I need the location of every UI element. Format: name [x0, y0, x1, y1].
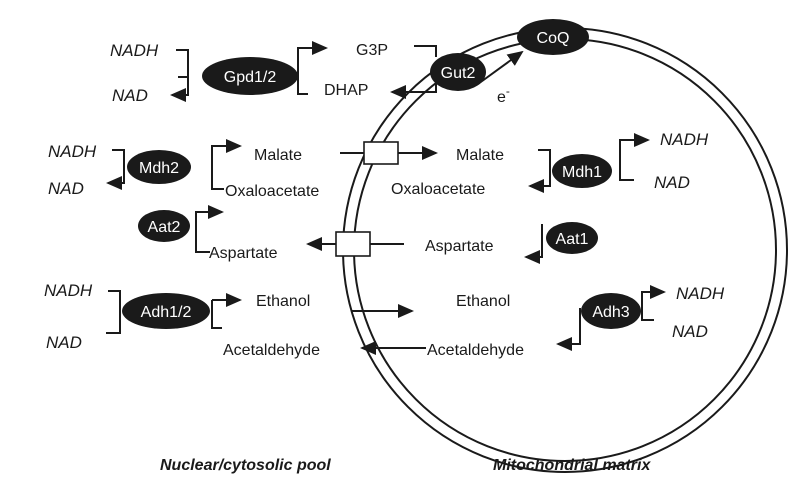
nadh-adh12-label: NADH [44, 281, 93, 300]
electron-label: e- [497, 84, 510, 106]
adh3-enzyme-label: Adh3 [592, 304, 629, 321]
acetaldehyde-cyto-label: Acetaldehyde [223, 342, 320, 359]
adh12-enzyme-label: Adh1/2 [141, 304, 192, 321]
aat1-enzyme [546, 222, 598, 254]
coq-label: CoQ [537, 30, 570, 47]
aat1-product-arrow [524, 224, 543, 264]
g3p-label: G3P [356, 42, 388, 59]
nad-adh12-label: NAD [46, 333, 82, 352]
mito-matrix-label: Mitochondrial matrix [493, 457, 651, 474]
aspartate-cyto-label: Aspartate [209, 245, 278, 262]
ethanol-mito-label: Ethanol [456, 293, 510, 310]
adh12-substrate-bracket [211, 300, 222, 329]
oxaloacetate-cyto-label: Oxaloacetate [225, 183, 319, 200]
nadh-mdh1-label: NADH [660, 130, 709, 149]
adh3-enzyme [581, 293, 641, 329]
aspartate-carrier [335, 231, 371, 257]
nad-mdh1-label: NAD [654, 173, 690, 192]
malate-cyto-label: Malate [254, 147, 302, 164]
aat2-enzyme-label: Aat2 [148, 219, 181, 236]
gut2-enzyme-label: Gut2 [441, 65, 476, 82]
ethanol-shuttle: NADH NAD Adh1/2 Ethanol Acetaldehyde Eth… [44, 281, 725, 359]
aspartate-mito-label: Aspartate [425, 238, 494, 255]
mdh1-enzyme [552, 154, 612, 188]
gpd-enzyme-label: Gpd1/2 [224, 69, 277, 86]
coq-carrier [517, 19, 589, 55]
g3p-to-gut2-line [414, 45, 437, 57]
mdh2-malate-arrow [211, 139, 242, 190]
dhap-label: DHAP [324, 82, 368, 99]
mdh1-oaa-arrow [528, 149, 551, 193]
acetaldehyde-mito-label: Acetaldehyde [427, 342, 524, 359]
nad-gpd-label: NAD [112, 86, 148, 105]
malate-mito-label: Malate [456, 147, 504, 164]
malate-shuttle: NADH NAD Mdh2 Malate Oxaloacetate Malate… [48, 130, 709, 200]
adh3-nadh-arrow [641, 285, 666, 321]
gut2-enzyme [430, 53, 486, 91]
gpd-nad-arrow [170, 77, 189, 102]
mdh1-nadh-arrow [619, 133, 650, 181]
gut2-to-coq-arrow [477, 50, 524, 85]
gpd-enzyme [202, 57, 298, 95]
aspartate-shuttle: Aat2 Aspartate Aspartate Aat1 [138, 205, 598, 264]
cytosolic-pool-label: Nuclear/cytosolic pool [160, 457, 331, 474]
mdh2-enzyme-label: Mdh2 [139, 160, 179, 177]
oxaloacetate-mito-label: Oxaloacetate [391, 181, 485, 198]
aat2-product-arrow [195, 205, 224, 253]
nad-mdh2-label: NAD [48, 179, 84, 198]
aat2-enzyme [138, 210, 190, 242]
malate-carrier [363, 141, 399, 165]
nad-adh3-label: NAD [672, 322, 708, 341]
nadh-mdh2-label: NADH [48, 142, 97, 161]
gpd-cofactor-bracket [176, 49, 189, 78]
adh3-acetaldehyde-arrow [556, 308, 581, 351]
gpd-g3p-arrow [297, 41, 328, 95]
nadh-gpd-label: NADH [110, 41, 159, 60]
gut2-to-dhap-arrow [390, 84, 437, 99]
ethanol-cyto-label: Ethanol [256, 293, 310, 310]
mdh2-enzyme [127, 150, 191, 184]
mdh1-enzyme-label: Mdh1 [562, 164, 602, 181]
aat1-enzyme-label: Aat1 [556, 231, 589, 248]
adh12-cofactor-bracket [106, 290, 121, 334]
adh12-enzyme [122, 293, 210, 329]
nadh-adh3-label: NADH [676, 284, 725, 303]
mdh2-cofactor-bracket [106, 149, 125, 190]
gpd-shuttle: NADH NAD Gpd1/2 G3P DHAP Gut2 CoQ e- [110, 19, 589, 106]
